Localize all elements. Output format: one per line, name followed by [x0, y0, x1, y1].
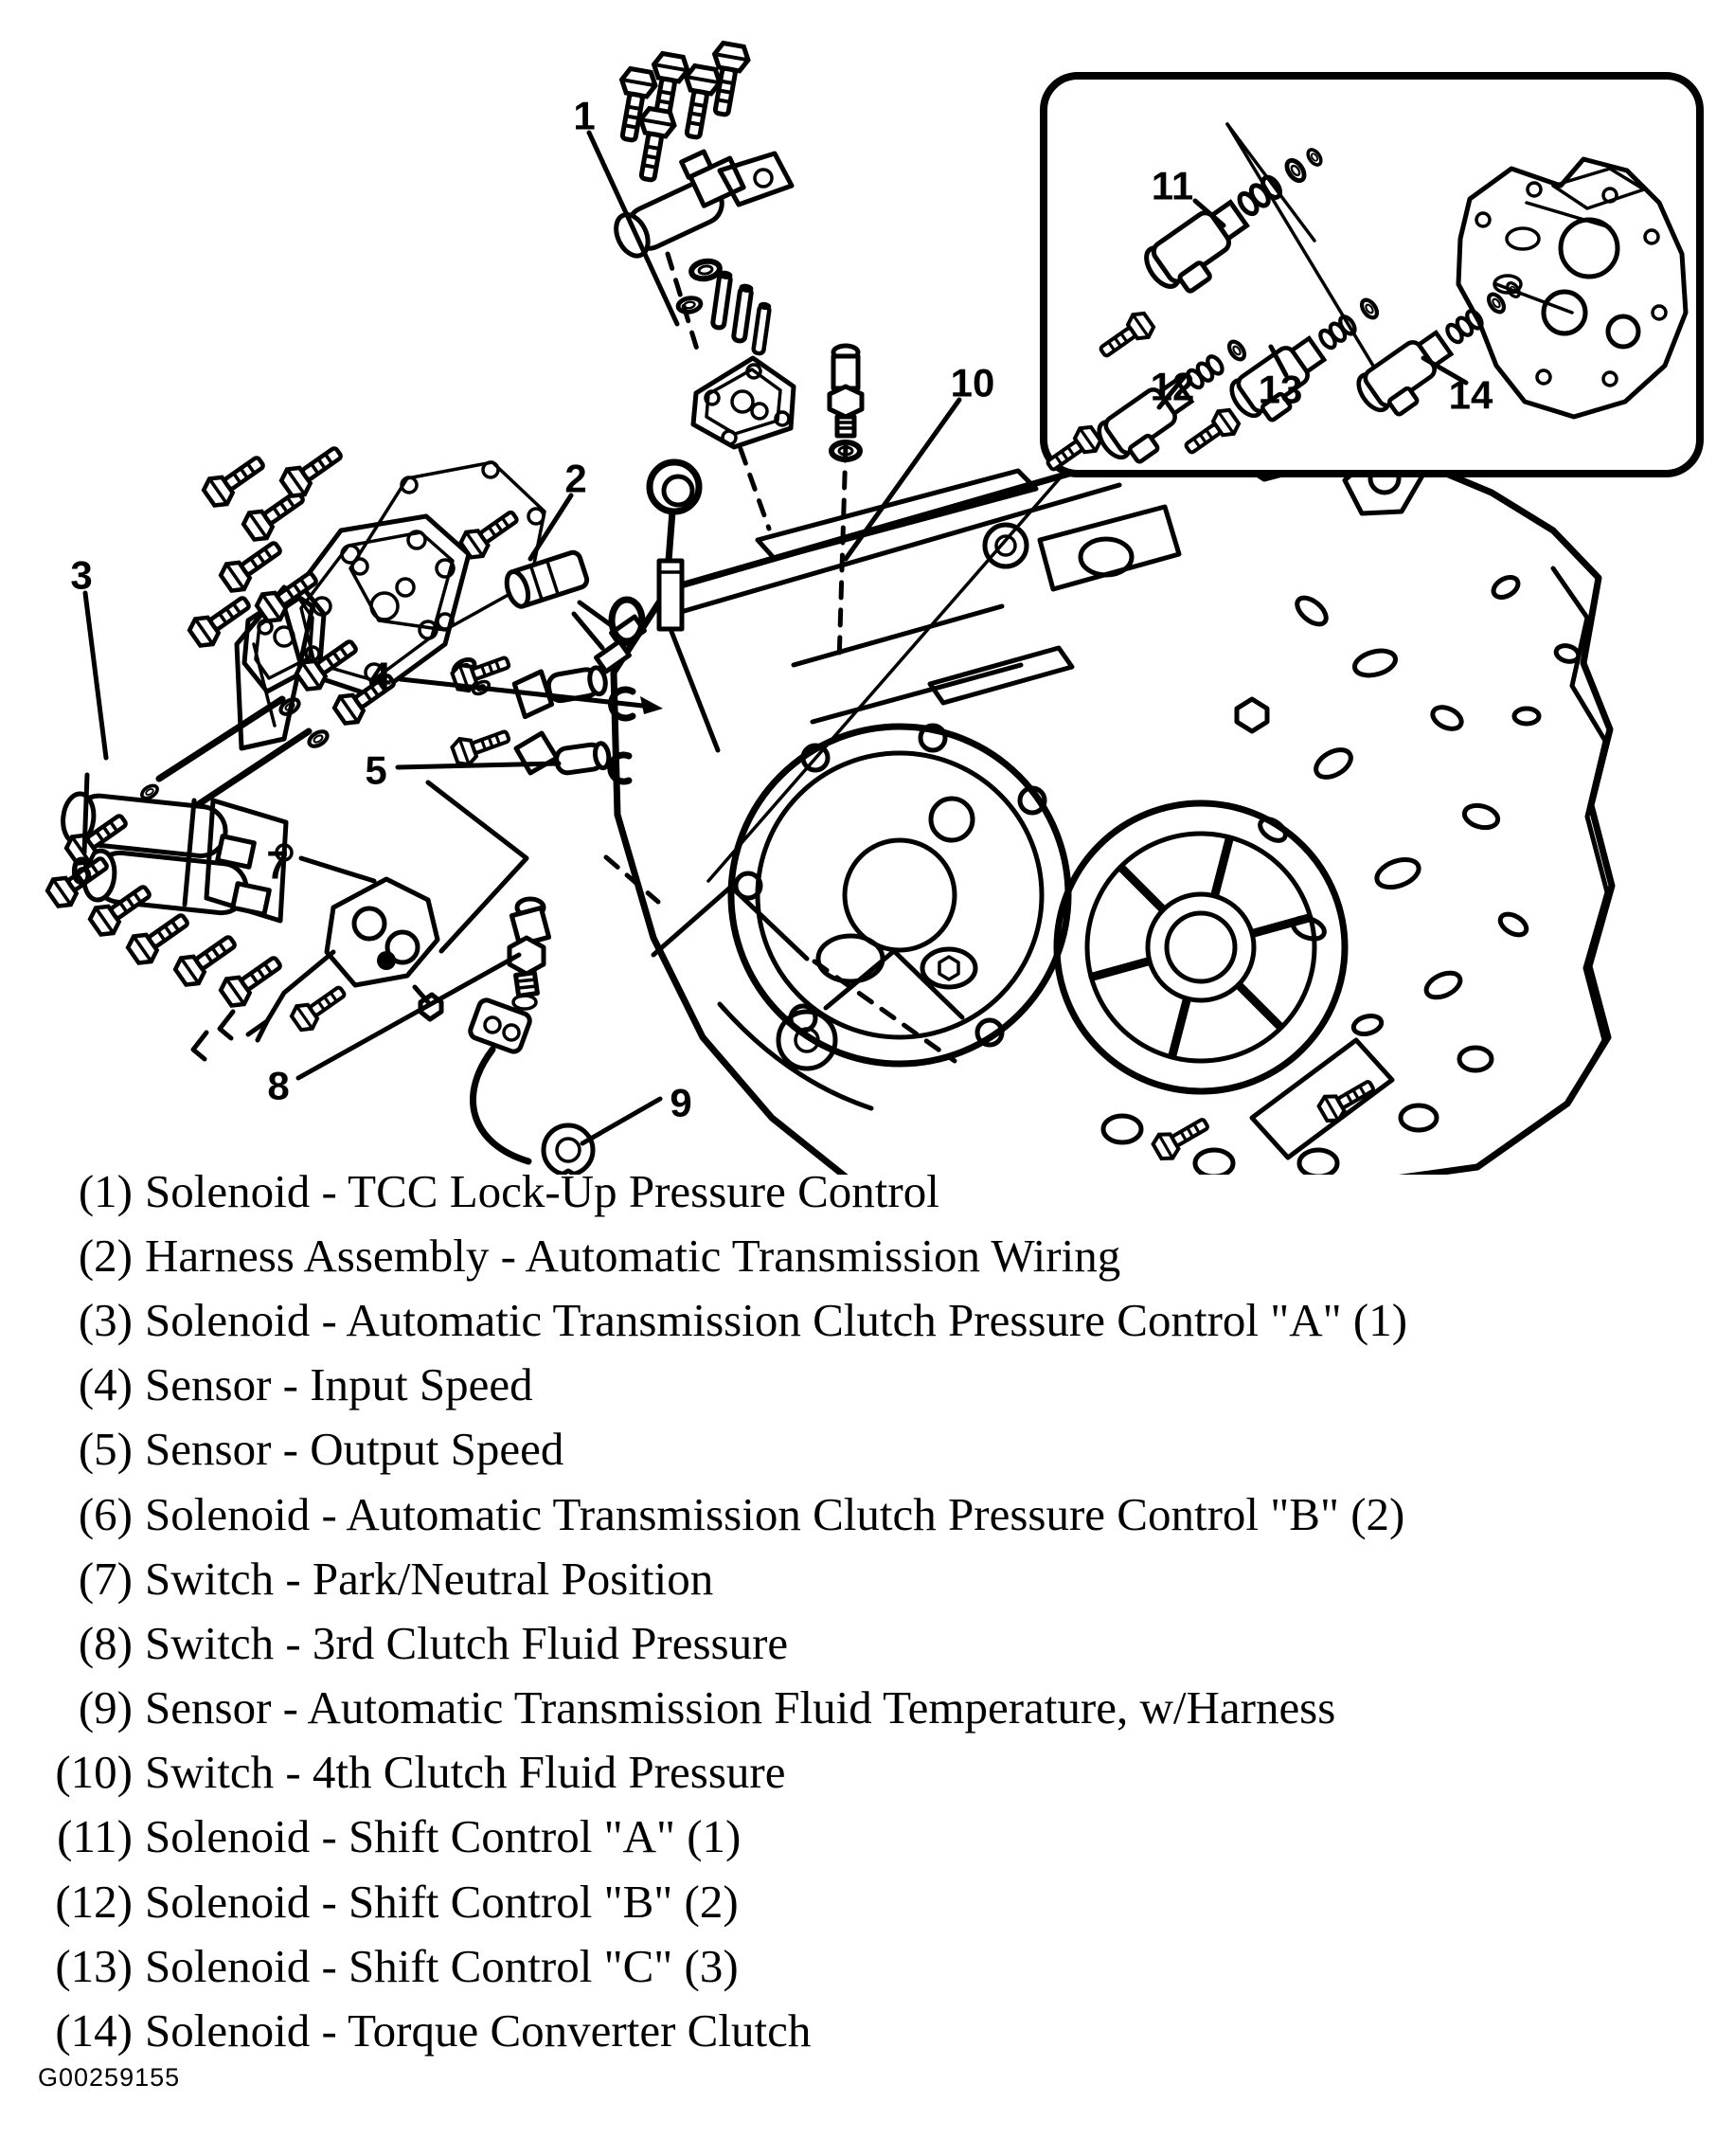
- bottom-bosses: [1100, 1037, 1494, 1175]
- legend-item-number: (9): [78, 1681, 133, 1734]
- legend-item-number: (8): [78, 1616, 133, 1669]
- callout-11: 11: [1152, 164, 1193, 208]
- callout-8: 8: [267, 1064, 289, 1108]
- legend-item: (12)Solenoid - Shift Control "B" (2): [9, 1869, 1705, 1933]
- callout-1: 1: [573, 94, 595, 138]
- legend-item: (9)Sensor - Automatic Transmission Fluid…: [9, 1676, 1705, 1740]
- legend-item-number: (10): [55, 1746, 133, 1799]
- legend-item-number: (7): [78, 1552, 133, 1605]
- legend-item-number: (1): [78, 1164, 133, 1217]
- legend-list: (1)Solenoid - TCC Lock-Up Pressure Contr…: [9, 1159, 1705, 2063]
- legend-item: (4)Sensor - Input Speed: [9, 1353, 1705, 1417]
- legend-item-label: Sensor - Output Speed: [145, 1423, 564, 1476]
- legend-item: (5)Sensor - Output Speed: [9, 1417, 1705, 1482]
- legend-item-label: Switch - 3rd Clutch Fluid Pressure: [145, 1616, 789, 1669]
- legend-item-label: Switch - Park/Neutral Position: [145, 1552, 714, 1605]
- callout-6: 6: [70, 849, 92, 893]
- legend-item: (14)Solenoid - Torque Converter Clutch: [9, 1998, 1705, 2062]
- part8-3rd-clutch-switch: [507, 896, 552, 1011]
- callout-12: 12: [1151, 365, 1195, 409]
- legend-item-label: Solenoid - Shift Control "C" (3): [145, 1939, 739, 1992]
- legend-item-number: (13): [55, 1939, 133, 1992]
- callout-2: 2: [564, 457, 586, 501]
- part10-4th-clutch-switch: [827, 343, 865, 459]
- callout-14: 14: [1449, 373, 1493, 418]
- figure-code: G00259155: [38, 2063, 181, 2092]
- callout-5: 5: [365, 748, 386, 793]
- legend-item-number: (2): [78, 1229, 133, 1282]
- legend-item: (6)Solenoid - Automatic Transmission Clu…: [9, 1482, 1705, 1546]
- legend-item-label: Solenoid - Automatic Transmission Clutch…: [145, 1487, 1405, 1540]
- legend-item-label: Solenoid - Shift Control "A" (1): [145, 1810, 742, 1863]
- legend-item: (2)Harness Assembly - Automatic Transmis…: [9, 1223, 1705, 1287]
- legend-item-number: (6): [78, 1487, 133, 1540]
- callout-10: 10: [951, 361, 995, 405]
- legend-item-label: Sensor - Automatic Transmission Fluid Te…: [145, 1681, 1336, 1734]
- part5-output-speed-sensor: [451, 723, 633, 785]
- legend-item: (11)Solenoid - Shift Control "A" (1): [9, 1805, 1705, 1869]
- cover-plate-upper: [690, 355, 796, 450]
- callout-9: 9: [670, 1081, 691, 1125]
- callout-7: 7: [266, 843, 288, 888]
- legend-item: (3)Solenoid - Automatic Transmission Clu…: [9, 1287, 1705, 1352]
- legend-item: (13)Solenoid - Shift Control "C" (3): [9, 1933, 1705, 1998]
- legend-item-label: Solenoid - TCC Lock-Up Pressure Control: [145, 1164, 939, 1217]
- legend-item-number: (14): [55, 2004, 133, 2057]
- part9-temp-sensor-harness: [468, 997, 596, 1175]
- callout-3: 3: [70, 553, 92, 598]
- dowel-pins: [137, 656, 493, 835]
- part1-tcc-solenoid: [600, 42, 795, 353]
- legend-item-label: Solenoid - Shift Control "B" (2): [145, 1875, 739, 1928]
- legend-item-number: (3): [78, 1293, 133, 1346]
- casting-holes: [1258, 575, 1582, 1037]
- legend-item: (1)Solenoid - TCC Lock-Up Pressure Contr…: [9, 1159, 1705, 1223]
- transmission-case: [610, 434, 1616, 1175]
- callout-4: 4: [368, 655, 391, 699]
- break-lines: [425, 251, 965, 1064]
- dipstick: [646, 458, 721, 753]
- legend-item-label: Solenoid - Automatic Transmission Clutch…: [145, 1293, 1408, 1346]
- legend-item-number: (4): [78, 1358, 133, 1411]
- spoke-housing-circle: [1053, 800, 1349, 1095]
- inset-box: [1040, 72, 1704, 477]
- legend-item: (8)Switch - 3rd Clutch Fluid Pressure: [9, 1610, 1705, 1675]
- inset-valve-body: [1456, 156, 1689, 420]
- legend-item-number: (12): [55, 1875, 133, 1928]
- end-cover-circle: [727, 723, 1072, 1071]
- part3-6-pressure-solenoids: [61, 791, 294, 924]
- leader-lines: [81, 130, 1469, 1146]
- legend-item-label: Harness Assembly - Automatic Transmissio…: [145, 1229, 1121, 1282]
- part2-wiring-harness: [457, 504, 647, 674]
- legend-item: (7)Switch - Park/Neutral Position: [9, 1546, 1705, 1610]
- legend-item-label: Solenoid - Torque Converter Clutch: [145, 2004, 812, 2057]
- legend-item-label: Switch - 4th Clutch Fluid Pressure: [145, 1746, 786, 1799]
- callout-13: 13: [1259, 368, 1303, 412]
- legend-item-number: (11): [57, 1810, 133, 1863]
- legend-item-number: (5): [78, 1423, 133, 1476]
- legend-item: (10)Switch - 4th Clutch Fluid Pressure: [9, 1740, 1705, 1805]
- o-ring: [608, 596, 646, 645]
- legend-item-label: Sensor - Input Speed: [145, 1358, 533, 1411]
